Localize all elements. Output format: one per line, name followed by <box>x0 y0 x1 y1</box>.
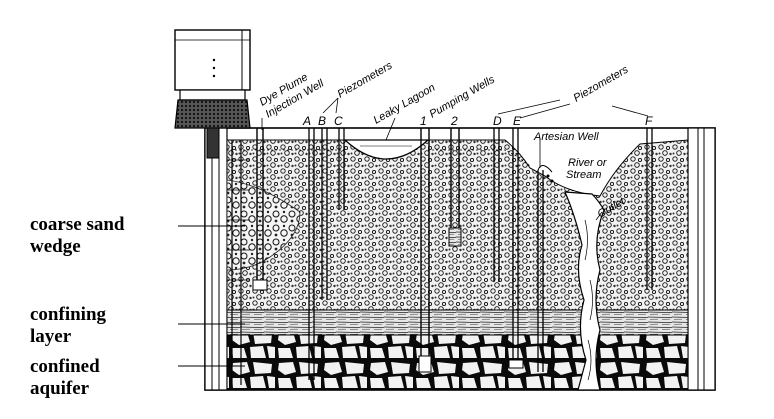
left-inlet-pipes <box>227 140 250 385</box>
piezometer-b <box>321 128 328 300</box>
piezometer-e <box>508 128 524 369</box>
leader-outlet <box>595 211 603 221</box>
label-coarse-sand-wedge-1: coarse sand <box>30 214 125 235</box>
river-stream <box>564 191 605 391</box>
label-pumping-wells: Pumping Wells <box>428 73 498 120</box>
label-confining-layer-1: confining <box>30 304 107 325</box>
marker-e: E <box>513 114 522 128</box>
pumping-well-2 <box>448 128 462 247</box>
label-confined-aquifer-1: confined <box>30 356 100 377</box>
label-river-1: River or <box>568 157 608 169</box>
confining-layer <box>226 309 689 336</box>
confined-aquifer-stones <box>226 334 689 391</box>
pumping-well-1 <box>418 128 432 373</box>
water-table-line <box>227 149 531 167</box>
marker-2: 2 <box>450 114 458 128</box>
label-leaky-lagoon: Leaky Lagoon <box>372 82 438 127</box>
leader-lagoon <box>385 117 396 141</box>
leader-piezometers-right <box>497 99 649 119</box>
label-piezometers-left: Piezometers <box>336 59 395 100</box>
marker-d: D <box>493 114 502 128</box>
label-coarse-sand-wedge-2: wedge <box>30 236 81 257</box>
marker-c: C <box>334 114 343 128</box>
piezometer-d <box>493 128 500 282</box>
rainfall-simulator <box>174 29 251 159</box>
leader-piezometers-left <box>322 97 339 114</box>
artesian-well <box>537 165 554 372</box>
leaky-lagoon <box>343 139 430 160</box>
piezometer-a <box>308 128 315 380</box>
piezometer-c <box>338 128 345 210</box>
marker-a: A <box>302 114 311 128</box>
marker-1: 1 <box>420 114 427 128</box>
marker-f: F <box>645 114 653 128</box>
piezometer-f <box>646 128 653 290</box>
label-artesian-well: Artesian Well <box>533 131 599 143</box>
label-confined-aquifer-2: aquifer <box>30 378 90 399</box>
marker-b: B <box>318 114 326 128</box>
label-river-2: Stream <box>566 169 601 181</box>
label-confining-layer-2: layer <box>30 326 72 347</box>
dye-plume-injection-well <box>252 128 268 291</box>
label-piezometers-right: Piezometers <box>572 63 631 104</box>
